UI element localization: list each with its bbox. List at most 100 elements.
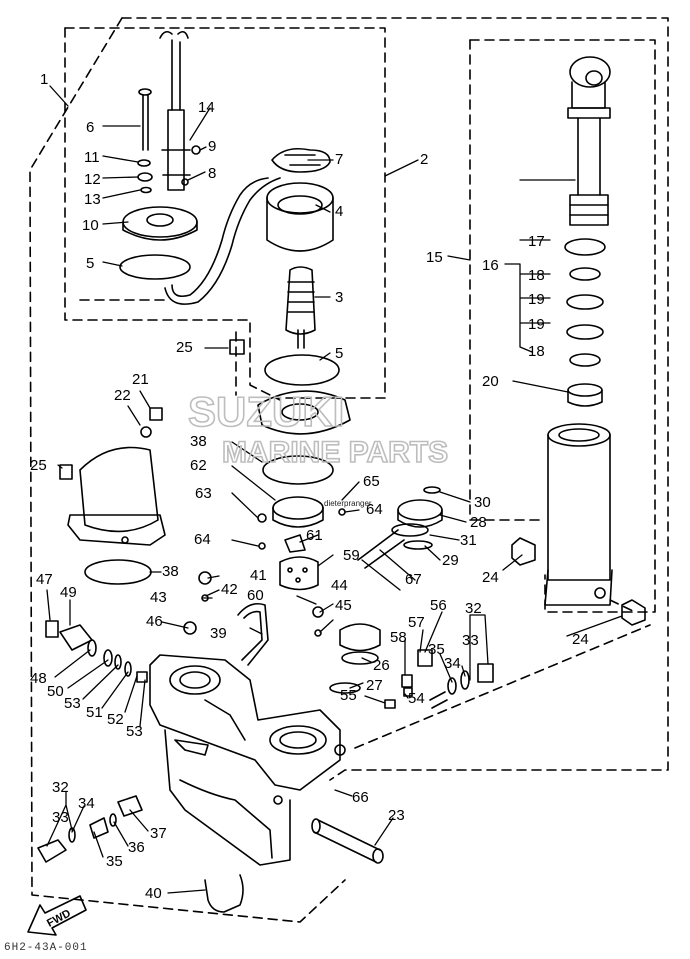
callout-65: 65 bbox=[363, 473, 380, 490]
callout-29: 29 bbox=[442, 552, 459, 569]
callout-39: 39 bbox=[210, 625, 227, 642]
reservoir-tank bbox=[67, 446, 166, 546]
valve-21-22 bbox=[140, 407, 163, 438]
callout-45: 45 bbox=[335, 597, 352, 614]
brush-holder-plate bbox=[122, 30, 198, 241]
callout-64: 64 bbox=[194, 531, 211, 548]
callout-32: 32 bbox=[465, 600, 482, 617]
o-ring-38-lower bbox=[84, 559, 152, 585]
callout-25: 25 bbox=[176, 339, 193, 356]
callout-4: 4 bbox=[335, 203, 343, 220]
callout-20: 20 bbox=[482, 373, 499, 390]
callout-31: 31 bbox=[460, 532, 477, 549]
callout-51: 51 bbox=[86, 704, 103, 721]
callout-28: 28 bbox=[470, 514, 487, 531]
callout-54: 54 bbox=[408, 690, 425, 707]
callout-2: 2 bbox=[420, 151, 428, 168]
callout-15: 15 bbox=[426, 249, 443, 266]
small-print: dieterpranger bbox=[324, 499, 372, 508]
callout-26: 26 bbox=[373, 657, 390, 674]
callout-52: 52 bbox=[107, 711, 124, 728]
small-washers bbox=[137, 145, 201, 194]
callout-59: 59 bbox=[343, 547, 360, 564]
callout-30: 30 bbox=[474, 494, 491, 511]
callout-19: 19 bbox=[528, 316, 545, 333]
plug-25 bbox=[59, 339, 245, 480]
cap-28 bbox=[391, 486, 443, 550]
callout-6: 6 bbox=[86, 119, 94, 136]
callout-63: 63 bbox=[195, 485, 212, 502]
watermark: SUZUKI MARINE PARTS bbox=[187, 387, 449, 470]
callout-25: 25 bbox=[30, 457, 47, 474]
callout-1: 1 bbox=[40, 71, 48, 88]
callout-14: 14 bbox=[198, 99, 215, 116]
gear-pump bbox=[272, 496, 324, 591]
watermark-line1: SUZUKI bbox=[188, 388, 344, 435]
leader-lines bbox=[46, 85, 623, 894]
callout-18: 18 bbox=[528, 267, 545, 284]
callout-34: 34 bbox=[444, 655, 461, 672]
manifold-body bbox=[149, 654, 346, 866]
callout-33: 33 bbox=[52, 809, 69, 826]
callout-19: 19 bbox=[528, 291, 545, 308]
callout-53: 53 bbox=[64, 695, 81, 712]
callout-3: 3 bbox=[335, 289, 343, 306]
callout-5: 5 bbox=[335, 345, 343, 362]
hose-40 bbox=[204, 874, 244, 913]
callout-18: 18 bbox=[528, 343, 545, 360]
o-ring-5 bbox=[119, 254, 340, 386]
callout-labels: 1 2 3 4 5 5 6 7 8 9 10 11 12 13 14 15 16… bbox=[30, 71, 589, 902]
bolt-6 bbox=[138, 88, 152, 151]
o-ring-38-upper bbox=[262, 455, 334, 485]
callout-35: 35 bbox=[106, 853, 123, 870]
watermark-line2: MARINE PARTS bbox=[222, 436, 448, 469]
callout-16: 16 bbox=[482, 257, 499, 274]
callout-48: 48 bbox=[30, 670, 47, 687]
callout-57: 57 bbox=[408, 614, 425, 631]
callout-34: 34 bbox=[78, 795, 95, 812]
tilt-cylinder-assembly bbox=[544, 56, 613, 606]
motor-base-plate bbox=[257, 390, 351, 435]
callout-17: 17 bbox=[528, 233, 545, 250]
valve-parts-left bbox=[45, 508, 346, 683]
plug-24 bbox=[511, 537, 646, 626]
callout-61: 61 bbox=[306, 527, 323, 544]
callout-32: 32 bbox=[52, 779, 69, 796]
callout-58: 58 bbox=[390, 629, 407, 646]
callout-64: 64 bbox=[366, 501, 383, 518]
callout-36: 36 bbox=[128, 839, 145, 856]
callout-60: 60 bbox=[247, 587, 264, 604]
callout-24: 24 bbox=[572, 631, 589, 648]
callout-9: 9 bbox=[208, 138, 216, 155]
callout-40: 40 bbox=[145, 885, 162, 902]
callout-67: 67 bbox=[405, 571, 422, 588]
callout-11: 11 bbox=[84, 149, 100, 166]
callout-27: 27 bbox=[366, 677, 383, 694]
callout-38: 38 bbox=[190, 433, 207, 450]
callout-44: 44 bbox=[331, 577, 348, 594]
manual-valve-67 bbox=[329, 529, 405, 694]
valve-parts-right bbox=[384, 649, 494, 709]
callout-66: 66 bbox=[352, 789, 369, 806]
callout-56: 56 bbox=[430, 597, 447, 614]
callout-38: 38 bbox=[162, 563, 179, 580]
callout-41: 41 bbox=[250, 567, 267, 584]
callout-55: 55 bbox=[340, 687, 357, 704]
callout-53: 53 bbox=[126, 723, 143, 740]
callout-46: 46 bbox=[146, 613, 163, 630]
callout-12: 12 bbox=[84, 171, 101, 188]
callout-24: 24 bbox=[482, 569, 499, 586]
callout-49: 49 bbox=[60, 584, 77, 601]
pipe-39 bbox=[237, 602, 269, 666]
callout-33: 33 bbox=[462, 632, 479, 649]
callout-50: 50 bbox=[47, 683, 64, 700]
callout-43: 43 bbox=[150, 589, 167, 606]
callout-23: 23 bbox=[388, 807, 405, 824]
callout-37: 37 bbox=[150, 825, 167, 842]
callout-13: 13 bbox=[84, 191, 101, 208]
trim-motor-assembly bbox=[164, 147, 334, 349]
fwd-arrow bbox=[27, 895, 87, 936]
check-valve-parts bbox=[37, 795, 143, 863]
